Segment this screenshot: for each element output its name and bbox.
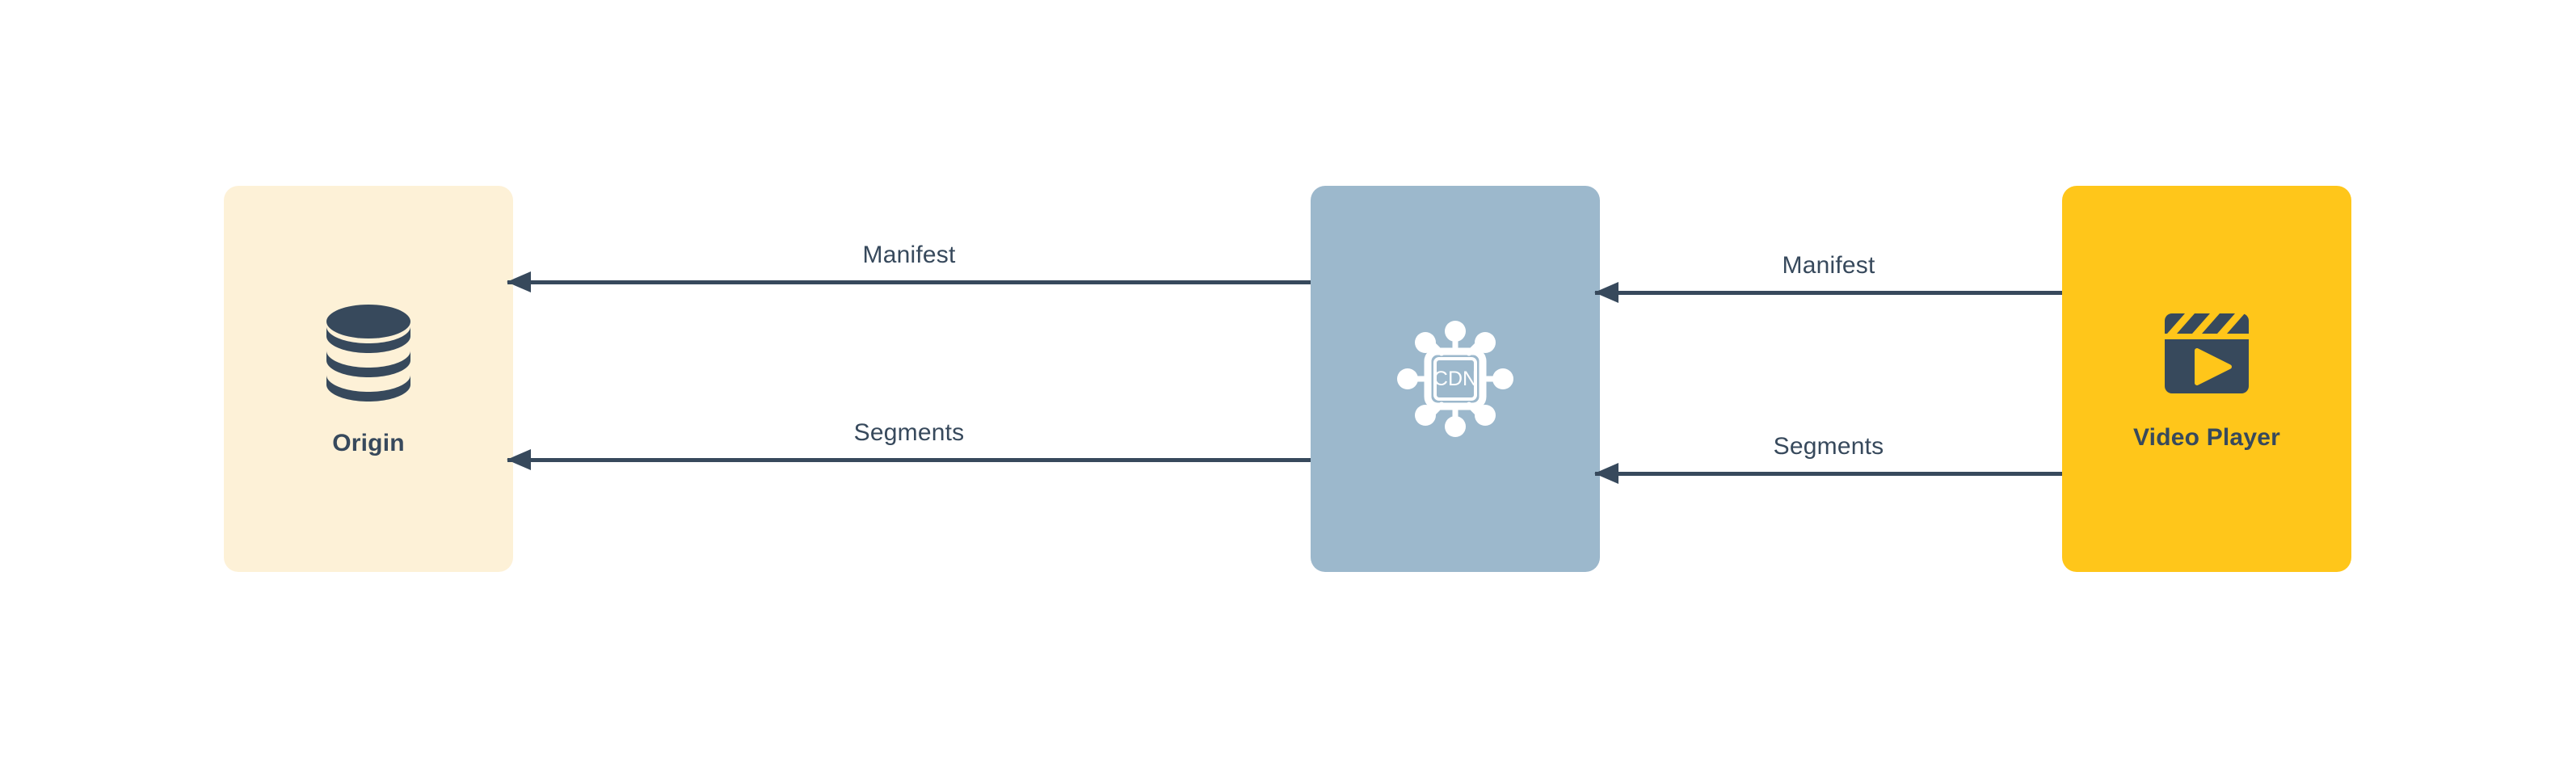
- arrowhead-left-icon: [507, 449, 531, 470]
- cdn-chip-icon: CDN: [1395, 318, 1516, 439]
- clapperboard-play-icon: [2158, 306, 2255, 403]
- edge-label-manifest: Manifest: [862, 242, 956, 268]
- node-video-player[interactable]: Video Player: [2062, 186, 2351, 572]
- edge-line: [507, 458, 1311, 462]
- edge-line: [1595, 472, 2062, 476]
- node-origin-label: Origin: [332, 430, 405, 456]
- edge-line: [1595, 291, 2062, 295]
- node-video-player-content: Video Player: [2133, 306, 2280, 452]
- node-cdn[interactable]: CDN: [1311, 186, 1600, 572]
- arrowhead-left-icon: [1594, 282, 1618, 303]
- edge-label-manifest: Manifest: [1782, 252, 1875, 279]
- arrowhead-left-icon: [1594, 463, 1618, 484]
- edge-line: [507, 280, 1311, 284]
- cdn-chip-text: CDN: [1433, 368, 1477, 390]
- node-cdn-content: CDN: [1395, 318, 1516, 439]
- arrowhead-left-icon: [507, 271, 531, 292]
- node-origin-content: Origin: [323, 301, 414, 457]
- database-icon: [323, 301, 414, 409]
- edge-label-segments: Segments: [853, 419, 965, 446]
- edge-label-segments: Segments: [1773, 433, 1884, 460]
- node-video-player-label: Video Player: [2133, 424, 2280, 451]
- node-origin[interactable]: Origin: [224, 186, 513, 572]
